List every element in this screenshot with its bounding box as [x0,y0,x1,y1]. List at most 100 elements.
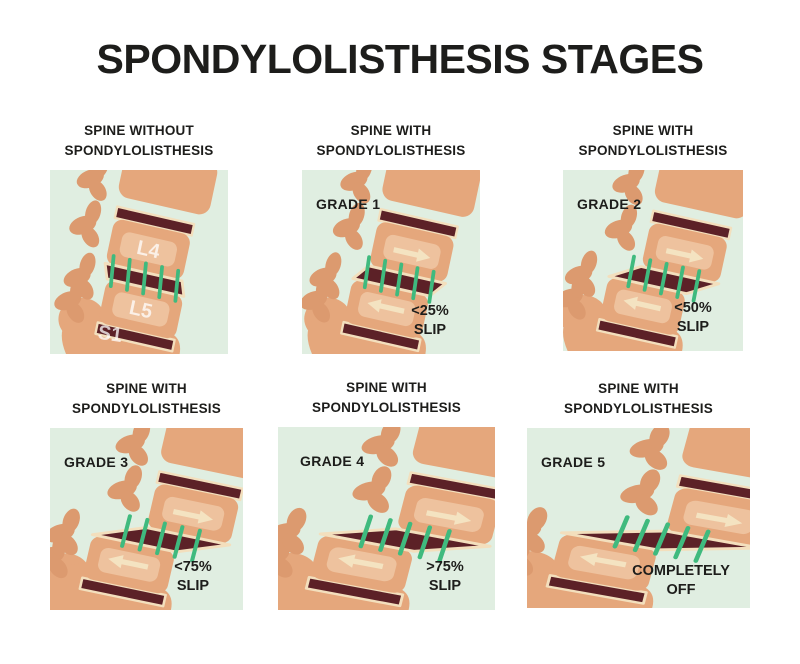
slip-ticks [362,255,436,304]
spine-illustration [50,428,243,610]
upper-vertebra-group [69,170,218,279]
disc-l3-l4 [155,470,243,502]
slip-ticks [358,514,452,563]
grade-label: GRADE 1 [316,196,381,212]
panel-header: SPINE WITH SPONDYLOLISTHESIS [29,379,265,419]
l4-process [332,202,365,250]
lower-vertebra-group [54,252,183,354]
upper-process [115,428,151,466]
l5-process [527,507,548,554]
upper-vertebra-group [107,428,243,544]
spine-figure: GRADE 3 <75% SLIP [50,428,243,610]
lower-vertebra-group [278,507,412,610]
slip-arrow-left [623,296,662,312]
slip-arrow-left [108,555,149,570]
upper-vertebra-group [604,170,743,282]
slip-arrow-right [425,510,472,525]
slip-label-line2: OFF [666,582,696,598]
stage-panel-grade-4: SPINE WITH SPONDYLOLISTHESIS GRADE 4 >75… [278,380,495,610]
slip-ticks [612,515,711,563]
disc-l5-s1 [545,574,648,605]
page-title: SPONDYLOLISTHESIS STAGES [96,36,704,82]
l5-process [63,252,96,300]
spine-figure: GRADE 4 >75% SLIP [278,427,495,610]
panel-header: SPINE WITH SPONDYLOLISTHESIS [273,121,509,161]
upper-process [612,170,645,206]
slip-label-line1: >75% [426,559,464,575]
slip-label: <50% SLIP [653,299,733,337]
lower-vertebra-group [50,508,174,610]
slip-arrow-right [172,508,214,524]
disc-l5-s1 [94,321,176,353]
slip-ticks [626,254,702,303]
slip-label-line1: <50% [674,300,712,316]
slip-label-line2: SLIP [176,578,210,594]
upper-vertebra-body [161,428,243,480]
upper-process [76,170,109,201]
grade-label: GRADE 2 [577,196,642,212]
slip-label-line1: <25% [411,303,449,319]
panel-header-line2: SPONDYLOLISTHESIS [312,400,461,415]
spine-figure: GRADE 5 COMPLETELY OFF [527,428,750,608]
panel-header-line1: SPINE WITH [106,381,187,396]
l4-process [69,200,102,248]
disc-l5-s1 [304,576,405,608]
panel-header-line2: SPONDYLOLISTHESIS [316,143,466,158]
grade-label: GRADE 3 [64,454,129,470]
upper-process [629,428,670,470]
panel-header-line1: SPINE WITH [346,380,427,395]
vertebra-label: S1 [97,322,124,348]
upper-vertebra-group [332,170,480,282]
l4-process [107,465,142,512]
panel-header-line1: SPINE WITHOUT [84,123,194,138]
slip-label-line2: SLIP [428,578,462,594]
panel-header-line2: SPONDYLOLISTHESIS [64,143,214,158]
panel-header: SPINE WITHOUT SPONDYLOLISTHESIS [21,121,257,161]
slip-arrow-right [393,247,431,262]
slip-arrow-left [338,554,384,570]
upper-vertebra-body [382,170,480,217]
upper-vertebra-body [654,170,743,219]
l5-process [564,250,598,297]
slip-arrow-right [665,248,704,263]
slip-label: <75% SLIP [153,558,233,596]
slip-ticks [108,254,181,303]
l5-process [309,252,342,300]
upper-process [340,170,373,204]
vertebra-label: L4 [135,237,163,264]
l4-process [352,466,392,513]
upper-process [361,427,401,467]
panel-header: SPINE WITH SPONDYLOLISTHESIS [535,121,771,161]
lower-vertebra-group [527,507,656,608]
slip-label: <25% SLIP [390,302,470,340]
slip-arrow-left [579,553,627,568]
panel-header-line2: SPONDYLOLISTHESIS [564,401,713,416]
upper-vertebra-body [682,428,750,484]
disc-l3-l4 [649,209,733,241]
upper-vertebra-body [118,170,218,215]
slip-label-line2: SLIP [676,319,710,335]
l4-process [604,204,638,251]
slip-arrow-left [367,299,405,314]
disc-l3-l4 [675,474,750,501]
panel-header: SPINE WITH SPONDYLOLISTHESIS [521,379,757,419]
spine-illustration [302,170,480,354]
upper-vertebra-group [352,427,495,545]
slip-label: >75% SLIP [405,558,485,596]
l5-process [278,507,307,555]
panel-header: SPINE WITH SPONDYLOLISTHESIS [269,378,505,418]
disc-l5-s1 [595,318,679,349]
panel-header-line1: SPINE WITH [598,381,679,396]
stage-panel-grade-1: SPINE WITH SPONDYLOLISTHESIS GRADE 1 <25… [302,123,480,354]
slip-arrow-right [695,512,743,527]
spine-illustration [563,170,743,351]
spine-figure: GRADE 1 <25% SLIP [302,170,480,354]
slip-label-line1: COMPLETELY [632,563,730,579]
stage-panel-grade-2: SPINE WITH SPONDYLOLISTHESIS GRADE 2 <50… [563,123,743,351]
lower-vertebra-group [563,250,685,351]
slip-label-line2: SLIP [413,322,447,338]
disc-l5-s1 [340,320,422,353]
